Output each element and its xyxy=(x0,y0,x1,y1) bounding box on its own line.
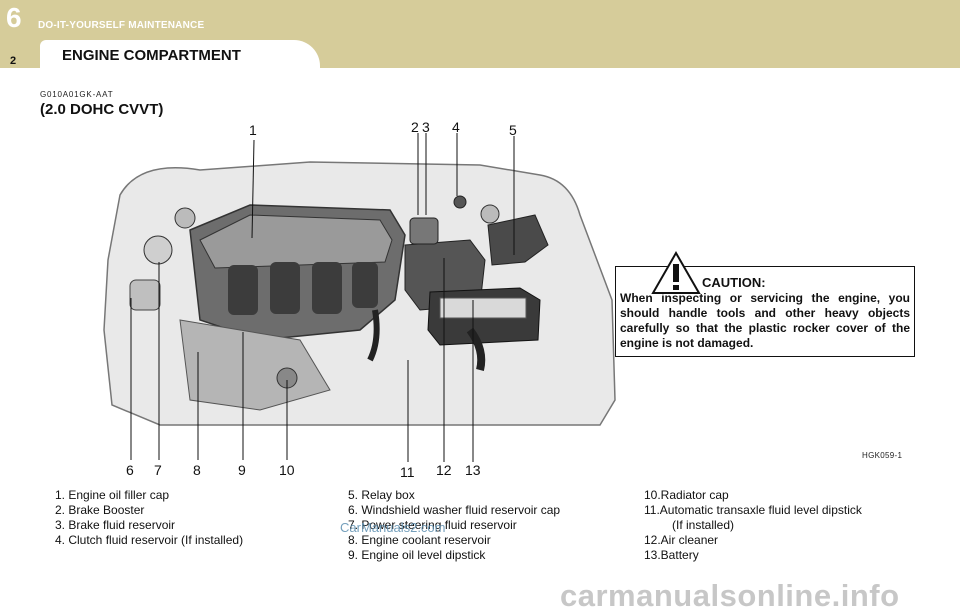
legend-column-2: 5. Relay box 6. Windshield washer fluid … xyxy=(348,488,560,563)
caution-box: CAUTION: When inspecting or servicing th… xyxy=(615,251,915,357)
watermark-large: carmanualsonline.info xyxy=(560,578,900,613)
callout-9: 9 xyxy=(238,462,246,478)
figure-code: G010A01GK-AAT xyxy=(40,90,114,99)
figure-id: HGK059-1 xyxy=(862,451,903,460)
legend-item: 12.Air cleaner xyxy=(644,533,719,547)
callout-6: 6 xyxy=(126,462,134,478)
legend-item-continuation: (If installed) xyxy=(672,518,735,532)
chapter-title: DO-IT-YOURSELF MAINTENANCE xyxy=(38,20,205,31)
callout-3: 3 xyxy=(422,119,430,135)
warning-icon xyxy=(651,251,701,294)
callout-2: 2 xyxy=(411,119,419,135)
legend-item: 11.Automatic transaxle fluid level dipst… xyxy=(644,503,862,517)
callout-5: 5 xyxy=(509,122,517,138)
legend-item: 10.Radiator cap xyxy=(644,488,729,502)
legend-column-1: 1. Engine oil filler cap 2. Brake Booste… xyxy=(55,488,243,548)
legend-item: 1. Engine oil filler cap xyxy=(55,488,170,502)
legend-column-3: 10.Radiator cap 11.Automatic transaxle f… xyxy=(644,488,862,563)
chapter-number: 6 xyxy=(6,2,22,33)
legend-item: 4. Clutch fluid reservoir (If installed) xyxy=(55,533,244,547)
page-number: 2 xyxy=(10,55,17,67)
figure-title: (2.0 DOHC CVVT) xyxy=(40,101,164,118)
callout-4: 4 xyxy=(452,119,460,135)
callout-13: 13 xyxy=(465,462,481,478)
callout-1: 1 xyxy=(249,122,257,138)
legend-item: 2. Brake Booster xyxy=(55,503,145,517)
legend-item: 8. Engine coolant reservoir xyxy=(348,533,491,547)
watermark-small: CarManuals2.com xyxy=(340,520,446,535)
caution-title: CAUTION: xyxy=(702,275,766,290)
callout-7: 7 xyxy=(154,462,162,478)
legend-item: 6. Windshield washer fluid reservoir cap xyxy=(348,503,561,517)
legend-item: 5. Relay box xyxy=(348,488,415,502)
legend-item: 9. Engine oil level dipstick xyxy=(348,548,486,562)
callout-8: 8 xyxy=(193,462,201,478)
callout-12: 12 xyxy=(436,462,452,478)
section-title: ENGINE COMPARTMENT xyxy=(62,47,241,64)
legend-item: 13.Battery xyxy=(644,548,699,562)
legend-item: 7. Power steering fluid reservoir xyxy=(348,518,517,532)
callout-11: 11 xyxy=(400,464,415,480)
legend-item: 3. Brake fluid reservoir xyxy=(55,518,176,532)
callout-10: 10 xyxy=(279,462,295,478)
caution-text: When inspecting or servicing the engine,… xyxy=(620,291,910,350)
section-tab xyxy=(40,40,320,68)
